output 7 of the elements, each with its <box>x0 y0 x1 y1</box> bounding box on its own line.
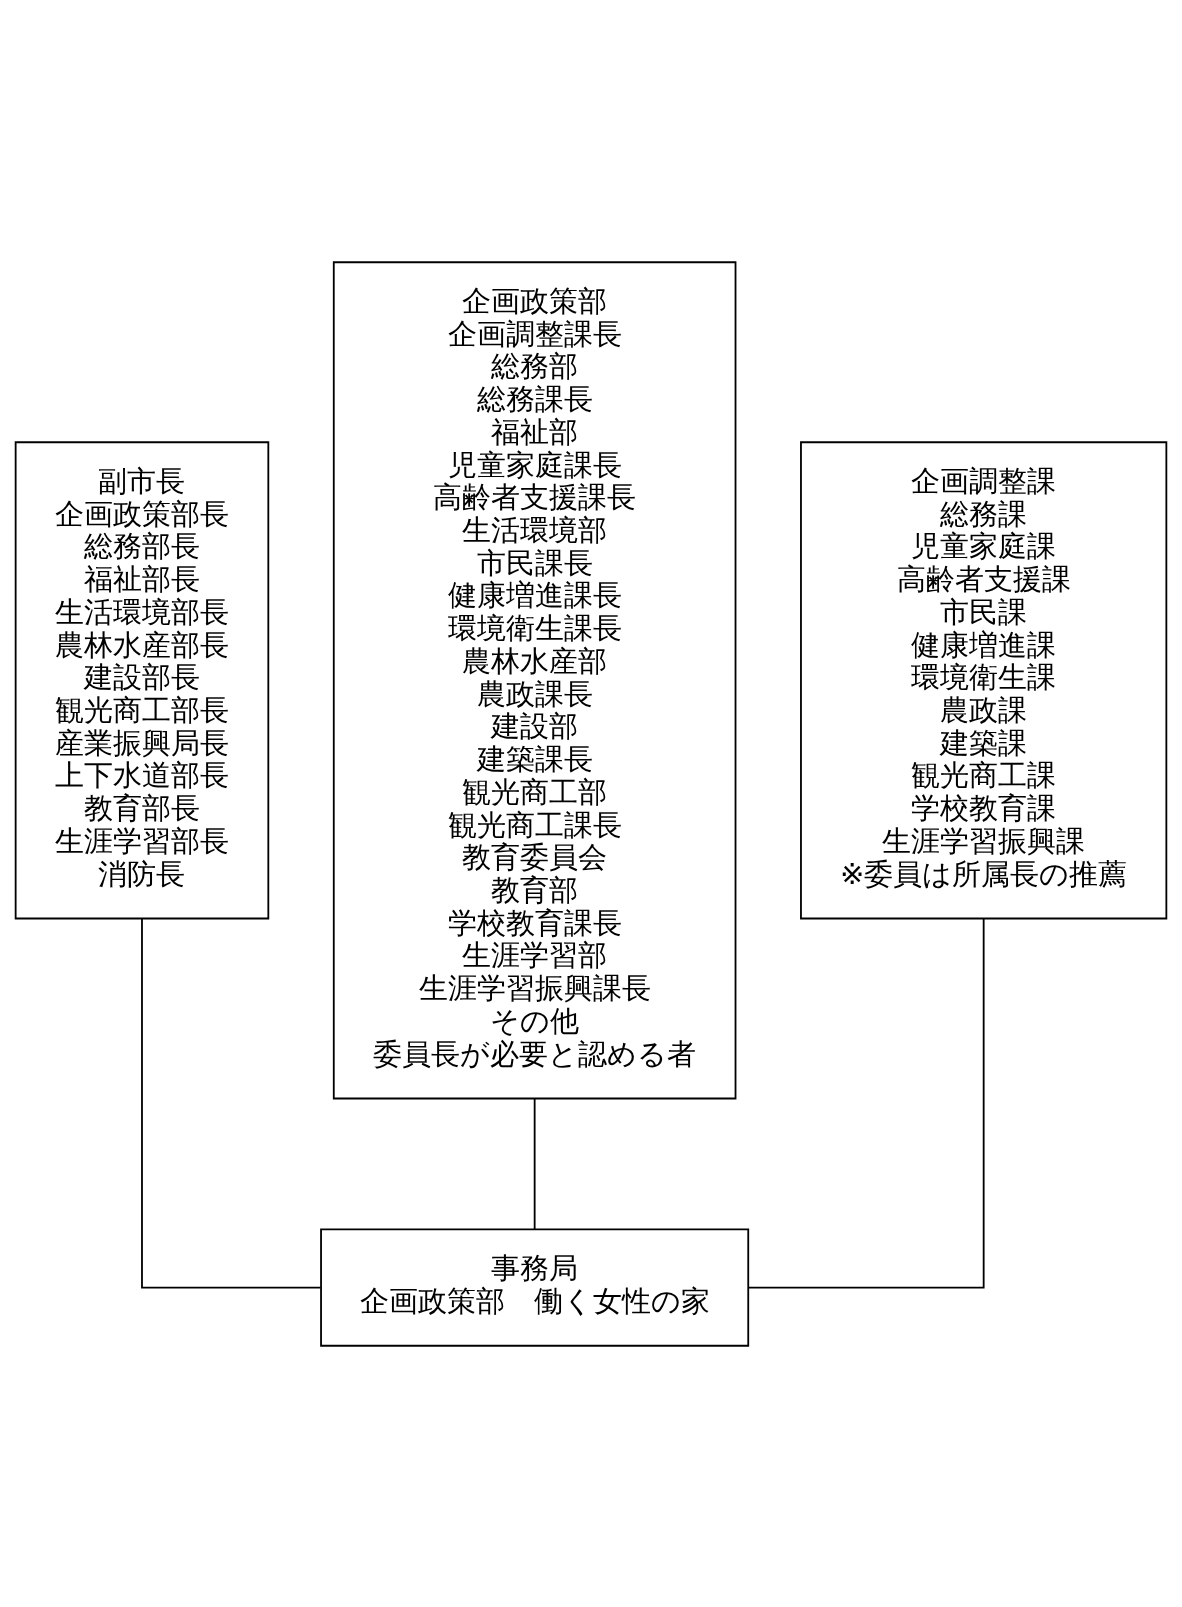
node-box: 事務局 企画政策部 働く女性の家 <box>320 1227 750 1347</box>
connector <box>533 1097 536 1230</box>
node-box: 企画調整課 総務課 児童家庭課 高齢者支援課 市民課 健康増進課 環境衛生課 農政課 建築課 観光商工課 学校教育課 生涯学習振興課 ※委員は所属長の推薦 <box>800 440 1168 919</box>
node-box: 副市長 企画政策部長 総務部長 福祉部長 生活環境部長 農林水産部長 建設部長 観光商工部長 産業振興局長 上下水道部長 教育部長 生涯学習部長 消防長 <box>14 440 270 919</box>
connector <box>747 917 985 1288</box>
connector <box>141 917 322 1288</box>
node-box: 企画政策部 企画調整課長 総務部 総務課長 福祉部 児童家庭課長 高齢者支援課長 生活環境部 市民課長 健康増進課長 環境衛生課長 農林水産部 農政課長 建設部 建築課長 観光商工部 観光商工課長 教育委員会 教育部 学校教育課長 生涯学習部 生涯学習振興課長 その他 委員長が必要と認める者 <box>332 260 737 1099</box>
